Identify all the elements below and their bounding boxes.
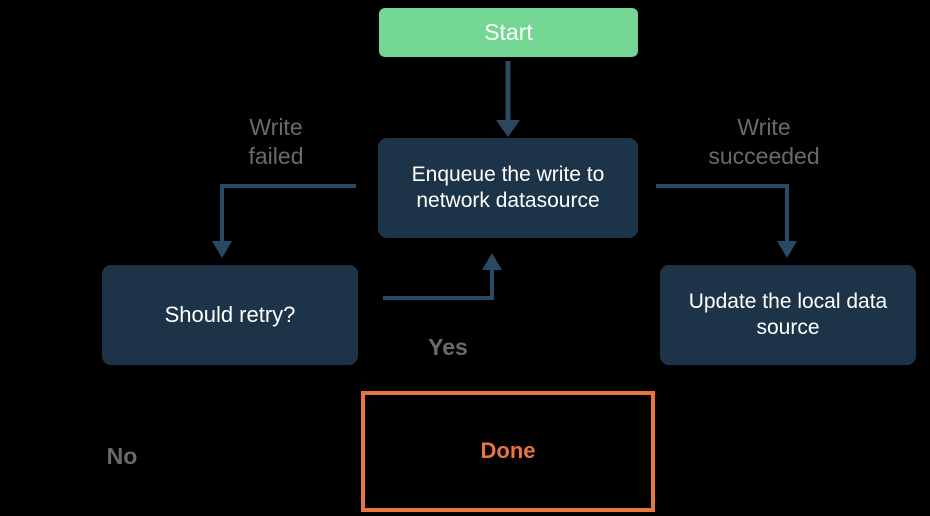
edge-label-yes: Yes bbox=[428, 334, 468, 360]
edge-label-write-failed: Write failed bbox=[248, 114, 304, 169]
edge-start-to-enqueue bbox=[496, 61, 520, 137]
node-enqueue-write[interactable]: Enqueue the write to network datasource bbox=[378, 138, 638, 238]
edge-retry-yes-to-enqueue bbox=[383, 253, 502, 300]
edge-enqueue-to-update bbox=[656, 184, 797, 258]
edge-enqueue-to-retry bbox=[212, 184, 356, 258]
node-start[interactable]: Start bbox=[379, 8, 638, 57]
node-should-retry[interactable]: Should retry? bbox=[102, 265, 358, 365]
edge-label-no: No bbox=[106, 443, 138, 469]
node-update-local-data-source[interactable]: Update the local data source bbox=[660, 265, 916, 365]
edge-label-write-succeeded: Write succeeded bbox=[708, 114, 820, 169]
node-done[interactable]: Done bbox=[361, 391, 655, 512]
